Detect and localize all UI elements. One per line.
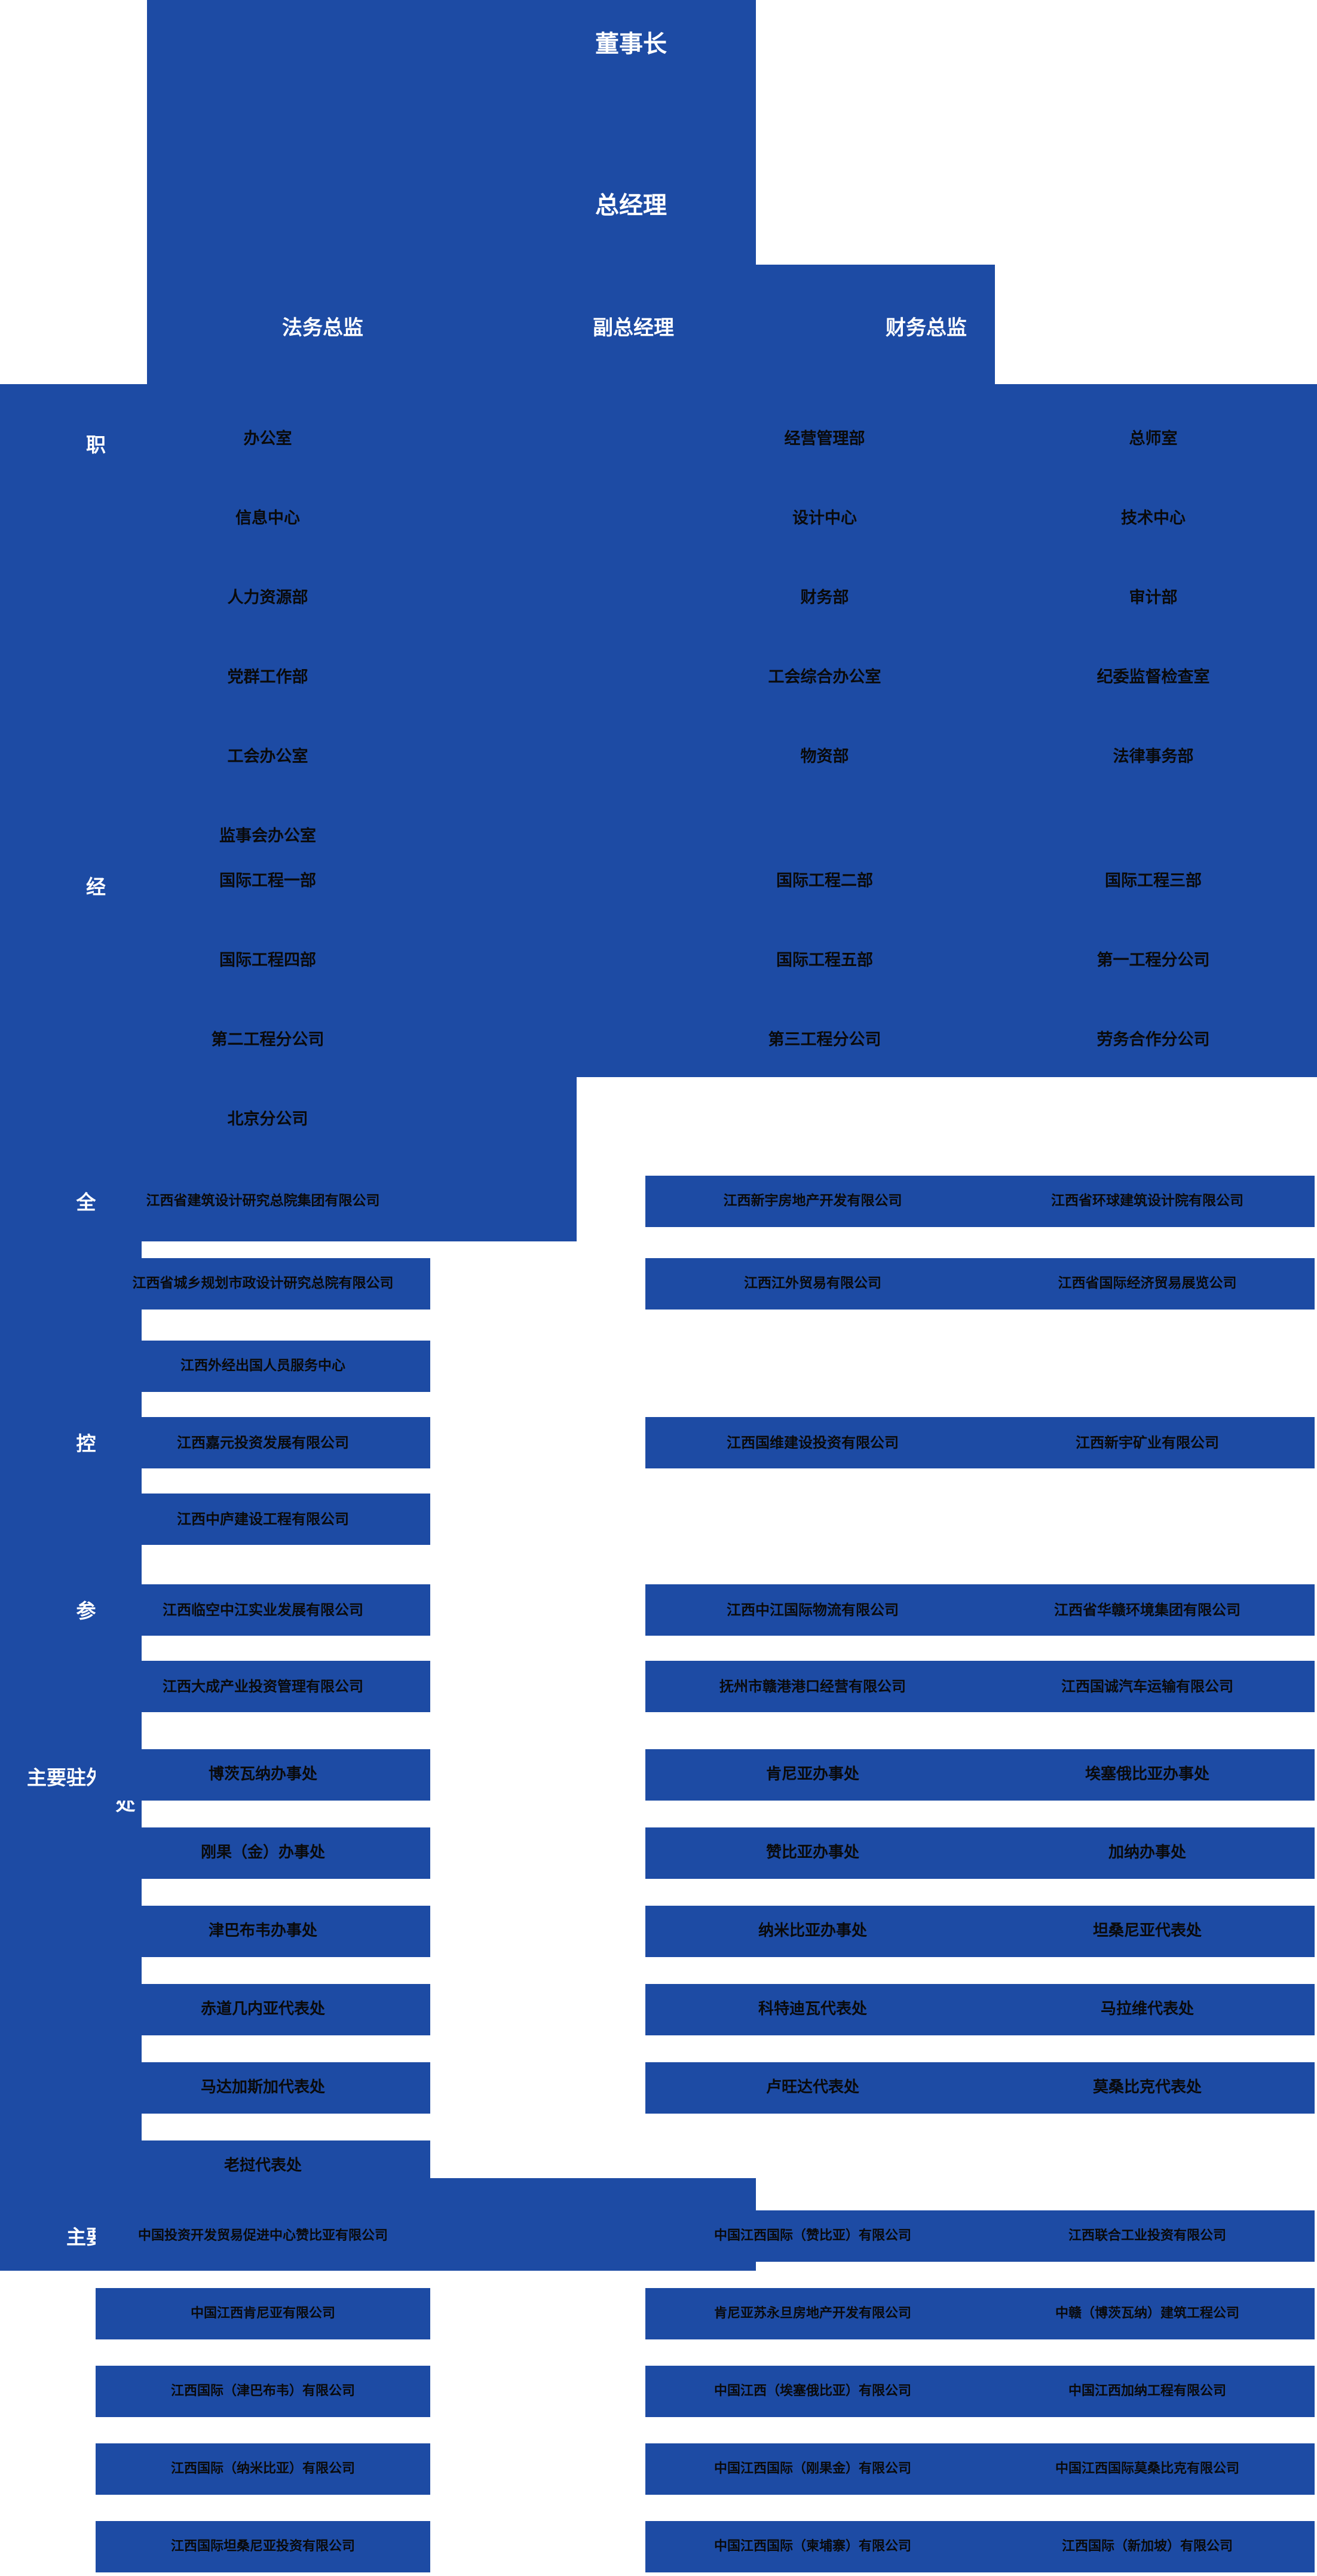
node-t1-r1-c2[interactable]: 第一工程分公司 <box>992 940 1315 982</box>
node-t2-r2-c0[interactable]: 江西外经出国人员服务中心 <box>96 1341 430 1392</box>
node-t0-r4-c1[interactable]: 物资部 <box>663 736 986 778</box>
node-t0-r0-c2[interactable]: 总师室 <box>992 418 1315 460</box>
node-t0-r3-c1[interactable]: 工会综合办公室 <box>663 657 986 698</box>
node-t6-r3-c0[interactable]: 江西国际（纳米比亚）有限公司 <box>96 2443 430 2495</box>
node-t5-r2-c2[interactable]: 坦桑尼亚代表处 <box>980 1906 1315 1957</box>
node-t2-r0-c1[interactable]: 江西新宇房地产开发有限公司 <box>645 1176 980 1227</box>
node-t3-r0-c1[interactable]: 江西国维建设投资有限公司 <box>645 1417 980 1468</box>
node-deputy-general-manager[interactable]: 副总经理 <box>593 315 674 340</box>
node-t6-r4-c1[interactable]: 中国江西国际（柬埔寨）有限公司 <box>645 2521 980 2572</box>
node-t0-r3-c0[interactable]: 党群工作部 <box>106 657 429 698</box>
node-t5-r5-c0[interactable]: 老挝代表处 <box>96 2140 430 2192</box>
node-t0-r5-c0[interactable]: 监事会办公室 <box>106 815 429 857</box>
node-t0-r1-c0[interactable]: 信息中心 <box>106 498 429 539</box>
node-t5-r1-c0[interactable]: 刚果（金）办事处 <box>96 1827 430 1879</box>
node-t2-r0-c0[interactable]: 江西省建筑设计研究总院集团有限公司 <box>96 1176 430 1227</box>
node-t5-r4-c2[interactable]: 莫桑比克代表处 <box>980 2062 1315 2114</box>
node-t1-r0-c1[interactable]: 国际工程二部 <box>663 860 986 902</box>
node-t1-r3-c0[interactable]: 北京分公司 <box>106 1099 429 1140</box>
node-t4-r1-c1[interactable]: 抚州市赣港港口经营有限公司 <box>645 1661 980 1712</box>
node-t1-r2-c1[interactable]: 第三工程分公司 <box>663 1019 986 1061</box>
node-t4-r1-c0[interactable]: 江西大成产业投资管理有限公司 <box>96 1661 430 1712</box>
node-t5-r1-c2[interactable]: 加纳办事处 <box>980 1827 1315 1879</box>
node-t1-r2-c0[interactable]: 第二工程分公司 <box>106 1019 429 1061</box>
node-t3-r0-c0[interactable]: 江西嘉元投资发展有限公司 <box>96 1417 430 1468</box>
node-t1-r0-c2[interactable]: 国际工程三部 <box>992 860 1315 902</box>
node-t0-r3-c2[interactable]: 纪委监督检查室 <box>992 657 1315 698</box>
node-t5-r4-c0[interactable]: 马达加斯加代表处 <box>96 2062 430 2114</box>
node-t6-r0-c0[interactable]: 中国投资开发贸易促进中心赞比亚有限公司 <box>96 2210 430 2262</box>
node-t0-r1-c1[interactable]: 设计中心 <box>663 498 986 539</box>
node-t0-r2-c0[interactable]: 人力资源部 <box>106 577 429 619</box>
node-t6-r1-c2[interactable]: 中赣（博茨瓦纳）建筑工程公司 <box>980 2288 1315 2339</box>
node-t0-r1-c2[interactable]: 技术中心 <box>992 498 1315 539</box>
node-t5-r0-c1[interactable]: 肯尼亚办事处 <box>645 1749 980 1801</box>
node-t0-r2-c1[interactable]: 财务部 <box>663 577 986 619</box>
node-t5-r3-c1[interactable]: 科特迪瓦代表处 <box>645 1984 980 2035</box>
node-t1-r0-c0[interactable]: 国际工程一部 <box>106 860 429 902</box>
node-t2-r1-c2[interactable]: 江西省国际经济贸易展览公司 <box>980 1258 1315 1310</box>
plate-top-stem <box>147 0 756 265</box>
node-t5-r2-c1[interactable]: 纳米比亚办事处 <box>645 1906 980 1957</box>
node-t2-r0-c2[interactable]: 江西省环球建筑设计院有限公司 <box>980 1176 1315 1227</box>
node-t5-r3-c0[interactable]: 赤道几内亚代表处 <box>96 1984 430 2035</box>
node-t5-r3-c2[interactable]: 马拉维代表处 <box>980 1984 1315 2035</box>
node-t6-r3-c2[interactable]: 中国江西国际莫桑比克有限公司 <box>980 2443 1315 2495</box>
node-t5-r0-c0[interactable]: 博茨瓦纳办事处 <box>96 1749 430 1801</box>
node-t6-r1-c0[interactable]: 中国江西肯尼亚有限公司 <box>96 2288 430 2339</box>
node-financial-director[interactable]: 财务总监 <box>886 315 967 340</box>
node-t1-r1-c0[interactable]: 国际工程四部 <box>106 940 429 982</box>
node-general-manager[interactable]: 总经理 <box>595 192 667 219</box>
node-t6-r3-c1[interactable]: 中国江西国际（刚果金）有限公司 <box>645 2443 980 2495</box>
node-t1-r1-c1[interactable]: 国际工程五部 <box>663 940 986 982</box>
node-t6-r2-c0[interactable]: 江西国际（津巴布韦）有限公司 <box>96 2366 430 2417</box>
node-t1-r2-c2[interactable]: 劳务合作分公司 <box>992 1019 1315 1061</box>
node-t4-r0-c2[interactable]: 江西省华赣环境集团有限公司 <box>980 1584 1315 1636</box>
node-t4-r0-c1[interactable]: 江西中江国际物流有限公司 <box>645 1584 980 1636</box>
node-t0-r0-c0[interactable]: 办公室 <box>106 418 429 460</box>
node-t6-r2-c2[interactable]: 中国江西加纳工程有限公司 <box>980 2366 1315 2417</box>
node-t5-r4-c1[interactable]: 卢旺达代表处 <box>645 2062 980 2114</box>
node-t2-r1-c0[interactable]: 江西省城乡规划市政设计研究总院有限公司 <box>96 1258 430 1310</box>
node-chairman[interactable]: 董事长 <box>595 30 667 58</box>
node-t4-r0-c0[interactable]: 江西临空中江实业发展有限公司 <box>96 1584 430 1636</box>
node-t5-r2-c0[interactable]: 津巴布韦办事处 <box>96 1906 430 1957</box>
node-t6-r0-c1[interactable]: 中国江西国际（赞比亚）有限公司 <box>645 2210 980 2262</box>
plate-exec-band <box>147 265 995 389</box>
node-legal-director[interactable]: 法务总监 <box>282 315 363 340</box>
node-t0-r0-c1[interactable]: 经营管理部 <box>663 418 986 460</box>
node-t5-r0-c2[interactable]: 埃塞俄比亚办事处 <box>980 1749 1315 1801</box>
node-t4-r1-c2[interactable]: 江西国诚汽车运输有限公司 <box>980 1661 1315 1712</box>
node-t6-r2-c1[interactable]: 中国江西（埃塞俄比亚）有限公司 <box>645 2366 980 2417</box>
node-t0-r2-c2[interactable]: 审计部 <box>992 577 1315 619</box>
node-t3-r1-c0[interactable]: 江西中庐建设工程有限公司 <box>96 1494 430 1545</box>
node-t0-r4-c0[interactable]: 工会办公室 <box>106 736 429 778</box>
node-t0-r4-c2[interactable]: 法律事务部 <box>992 736 1315 778</box>
node-t2-r1-c1[interactable]: 江西江外贸易有限公司 <box>645 1258 980 1310</box>
node-t5-r1-c1[interactable]: 赞比亚办事处 <box>645 1827 980 1879</box>
node-t6-r4-c2[interactable]: 江西国际（新加坡）有限公司 <box>980 2521 1315 2572</box>
node-t6-r1-c1[interactable]: 肯尼亚苏永旦房地产开发有限公司 <box>645 2288 980 2339</box>
node-t6-r0-c2[interactable]: 江西联合工业投资有限公司 <box>980 2210 1315 2262</box>
node-t6-r4-c0[interactable]: 江西国际坦桑尼亚投资有限公司 <box>96 2521 430 2572</box>
node-t3-r0-c2[interactable]: 江西新宇矿业有限公司 <box>980 1417 1315 1468</box>
